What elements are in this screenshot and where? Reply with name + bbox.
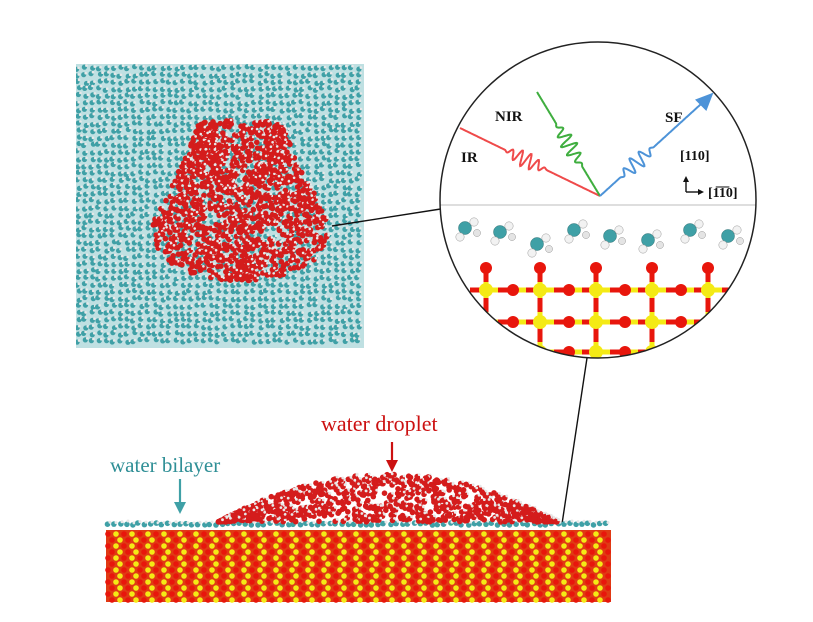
bilayer-arrow-icon <box>174 479 186 514</box>
ir-label: IR <box>461 151 478 166</box>
top-view-panel <box>74 64 364 348</box>
axis-1-1bar-0-label: [1̅1̅0] <box>708 187 738 201</box>
connector-line-side <box>562 358 587 524</box>
sf-label: SF <box>665 111 683 126</box>
nir-label: NIR <box>495 110 523 125</box>
axis-110-label: [110] <box>680 150 710 164</box>
droplet-arrow-icon <box>386 442 398 472</box>
water-bilayer-label: water bilayer <box>110 455 220 476</box>
inset-circle <box>440 42 776 372</box>
side-view-water-droplet <box>216 472 561 525</box>
water-droplet-label: water droplet <box>321 413 438 435</box>
